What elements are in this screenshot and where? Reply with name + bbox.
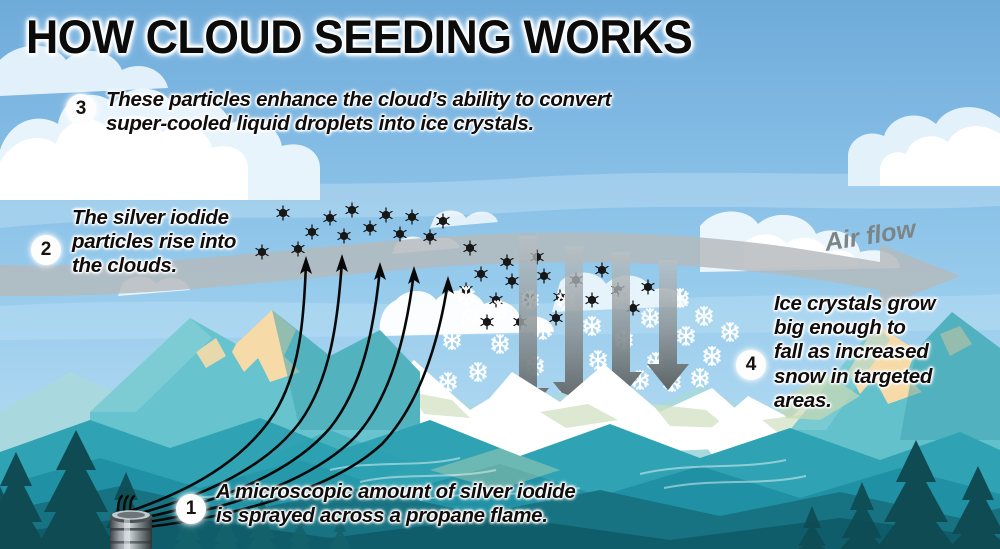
falling-arrows — [507, 236, 689, 414]
mountain-tan-peak-left — [90, 310, 420, 462]
step-badge-3: 3 — [66, 94, 96, 124]
step-badge-2: 2 — [31, 235, 61, 265]
step-text-1: A microscopic amount of silver iodide is… — [216, 480, 576, 528]
step-text-3: These particles enhance the cloud’s abil… — [106, 88, 612, 136]
page-title: HOW CLOUD SEEDING WORKS — [26, 10, 693, 63]
propane-tank — [109, 494, 153, 549]
airflow-band — [0, 232, 960, 308]
step-badge-1: 1 — [176, 494, 206, 524]
step-text-2: The silver iodide particles rise into th… — [72, 206, 237, 278]
rising-arrow-heads — [300, 254, 454, 294]
cloud-bank-top-right — [848, 107, 1000, 186]
pine-forest-right — [798, 440, 1000, 549]
step-badge-4: 4 — [736, 350, 766, 380]
mountain-tan-peak-right — [776, 312, 1000, 470]
step-text-4: Ice crystals grow big enough to fall as … — [774, 292, 936, 412]
pine-forest-mid — [173, 498, 350, 549]
